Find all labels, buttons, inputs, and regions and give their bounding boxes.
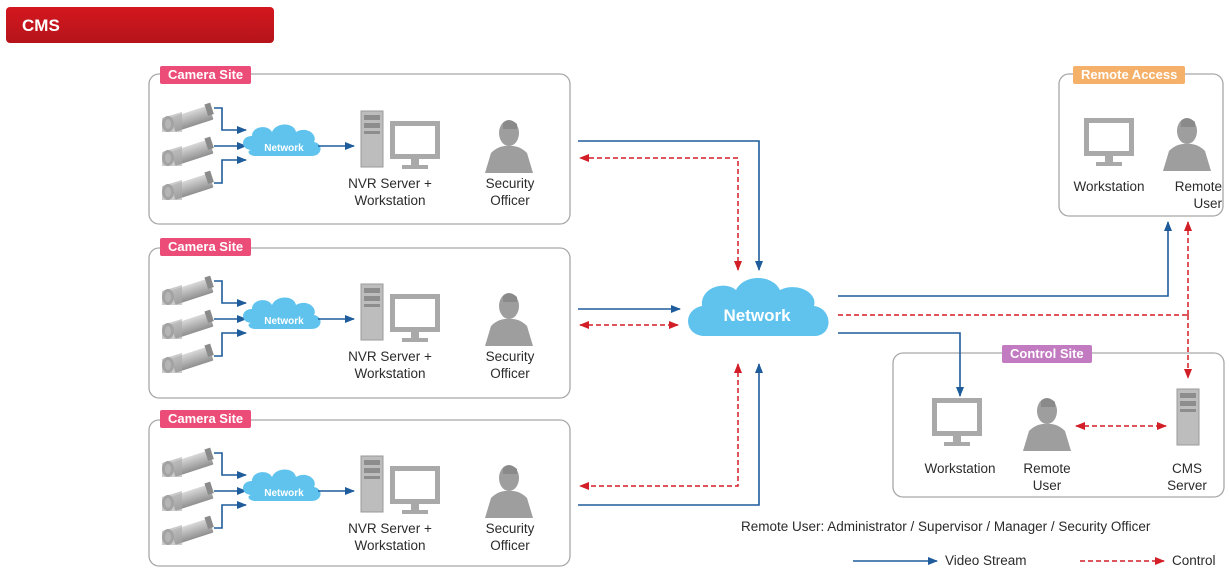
remote-workstation-caption: Workstation: [1073, 179, 1145, 194]
security-officer-icon: [485, 120, 533, 173]
security-officer-icon: [485, 465, 533, 518]
camera-icon: [162, 343, 214, 373]
camera-icon: [162, 309, 214, 339]
remote-workstation-icon: [1084, 118, 1134, 166]
nvr-caption: NVR Server + Workstation: [348, 176, 432, 208]
camera-site-3-content: Network: [162, 447, 533, 545]
camera-site-1-content: Network: [162, 102, 533, 200]
video-link-site-3: [578, 363, 763, 506]
cms-server-caption: CMS Server: [1167, 461, 1207, 493]
video-link-control-site: [838, 332, 964, 397]
workstation-monitor-icon: [390, 121, 440, 169]
workstation-monitor-icon: [390, 294, 440, 342]
nvr-server-icon: [360, 110, 384, 168]
video-link-remote-access: [838, 221, 1172, 297]
security-officer-icon: [485, 293, 533, 346]
camera-site-box-3: [148, 419, 571, 567]
nvr-server-icon: [360, 283, 384, 341]
control-link-site-3: [579, 363, 742, 490]
camera-site-box-1: [148, 73, 571, 225]
camera-icon: [162, 102, 214, 132]
officer-caption: Security Officer: [485, 349, 535, 381]
control-site-tag: Control Site: [1002, 345, 1092, 363]
officer-caption: Security Officer: [485, 521, 535, 553]
camera-icon: [162, 447, 214, 477]
control-user-caption: Remote User: [1023, 461, 1071, 493]
site-network-label: Network: [264, 316, 304, 327]
site-network-label: Network: [264, 488, 304, 499]
central-network-label: Network: [723, 306, 791, 325]
nvr-caption: NVR Server + Workstation: [348, 349, 432, 381]
workstation-monitor-icon: [390, 466, 440, 514]
control-link-site-1: [579, 154, 742, 271]
control-workstation-caption: Workstation: [924, 461, 996, 476]
camera-site-tag: Camera Site: [160, 238, 252, 256]
remote-user-icon: [1163, 118, 1211, 171]
nvr-server-icon: [360, 455, 384, 513]
camera-icon: [162, 136, 214, 166]
video-link-site-1: [578, 140, 763, 271]
camera-site-tag: Camera Site: [160, 410, 252, 428]
camera-icon: [162, 515, 214, 545]
cloud-icon: [688, 278, 829, 336]
officer-caption: Security Officer: [485, 176, 535, 208]
nvr-caption: NVR Server + Workstation: [348, 521, 432, 553]
header-bar: [6, 7, 274, 43]
remote-user-note: Remote User: Administrator / Supervisor …: [741, 519, 1151, 534]
cms-server-icon: [1176, 388, 1200, 446]
central-network-cloud: Network: [688, 278, 829, 336]
page-title: CMS: [22, 16, 60, 35]
legend-control-label: Control: [1172, 553, 1216, 568]
camera-site-tag: Camera Site: [160, 66, 252, 84]
camera-site-box-2: [148, 247, 571, 399]
remote-user-caption: Remote User: [1174, 179, 1222, 211]
control-workstation-icon: [932, 398, 982, 446]
control-remote-user-icon: [1023, 398, 1071, 451]
camera-icon: [162, 481, 214, 511]
camera-icon: [162, 170, 214, 200]
legend-video-label: Video Stream: [945, 553, 1027, 568]
remote-access-tag: Remote Access: [1073, 66, 1186, 84]
camera-site-2-content: Network: [162, 275, 533, 373]
camera-icon: [162, 275, 214, 305]
site-network-label: Network: [264, 143, 304, 154]
